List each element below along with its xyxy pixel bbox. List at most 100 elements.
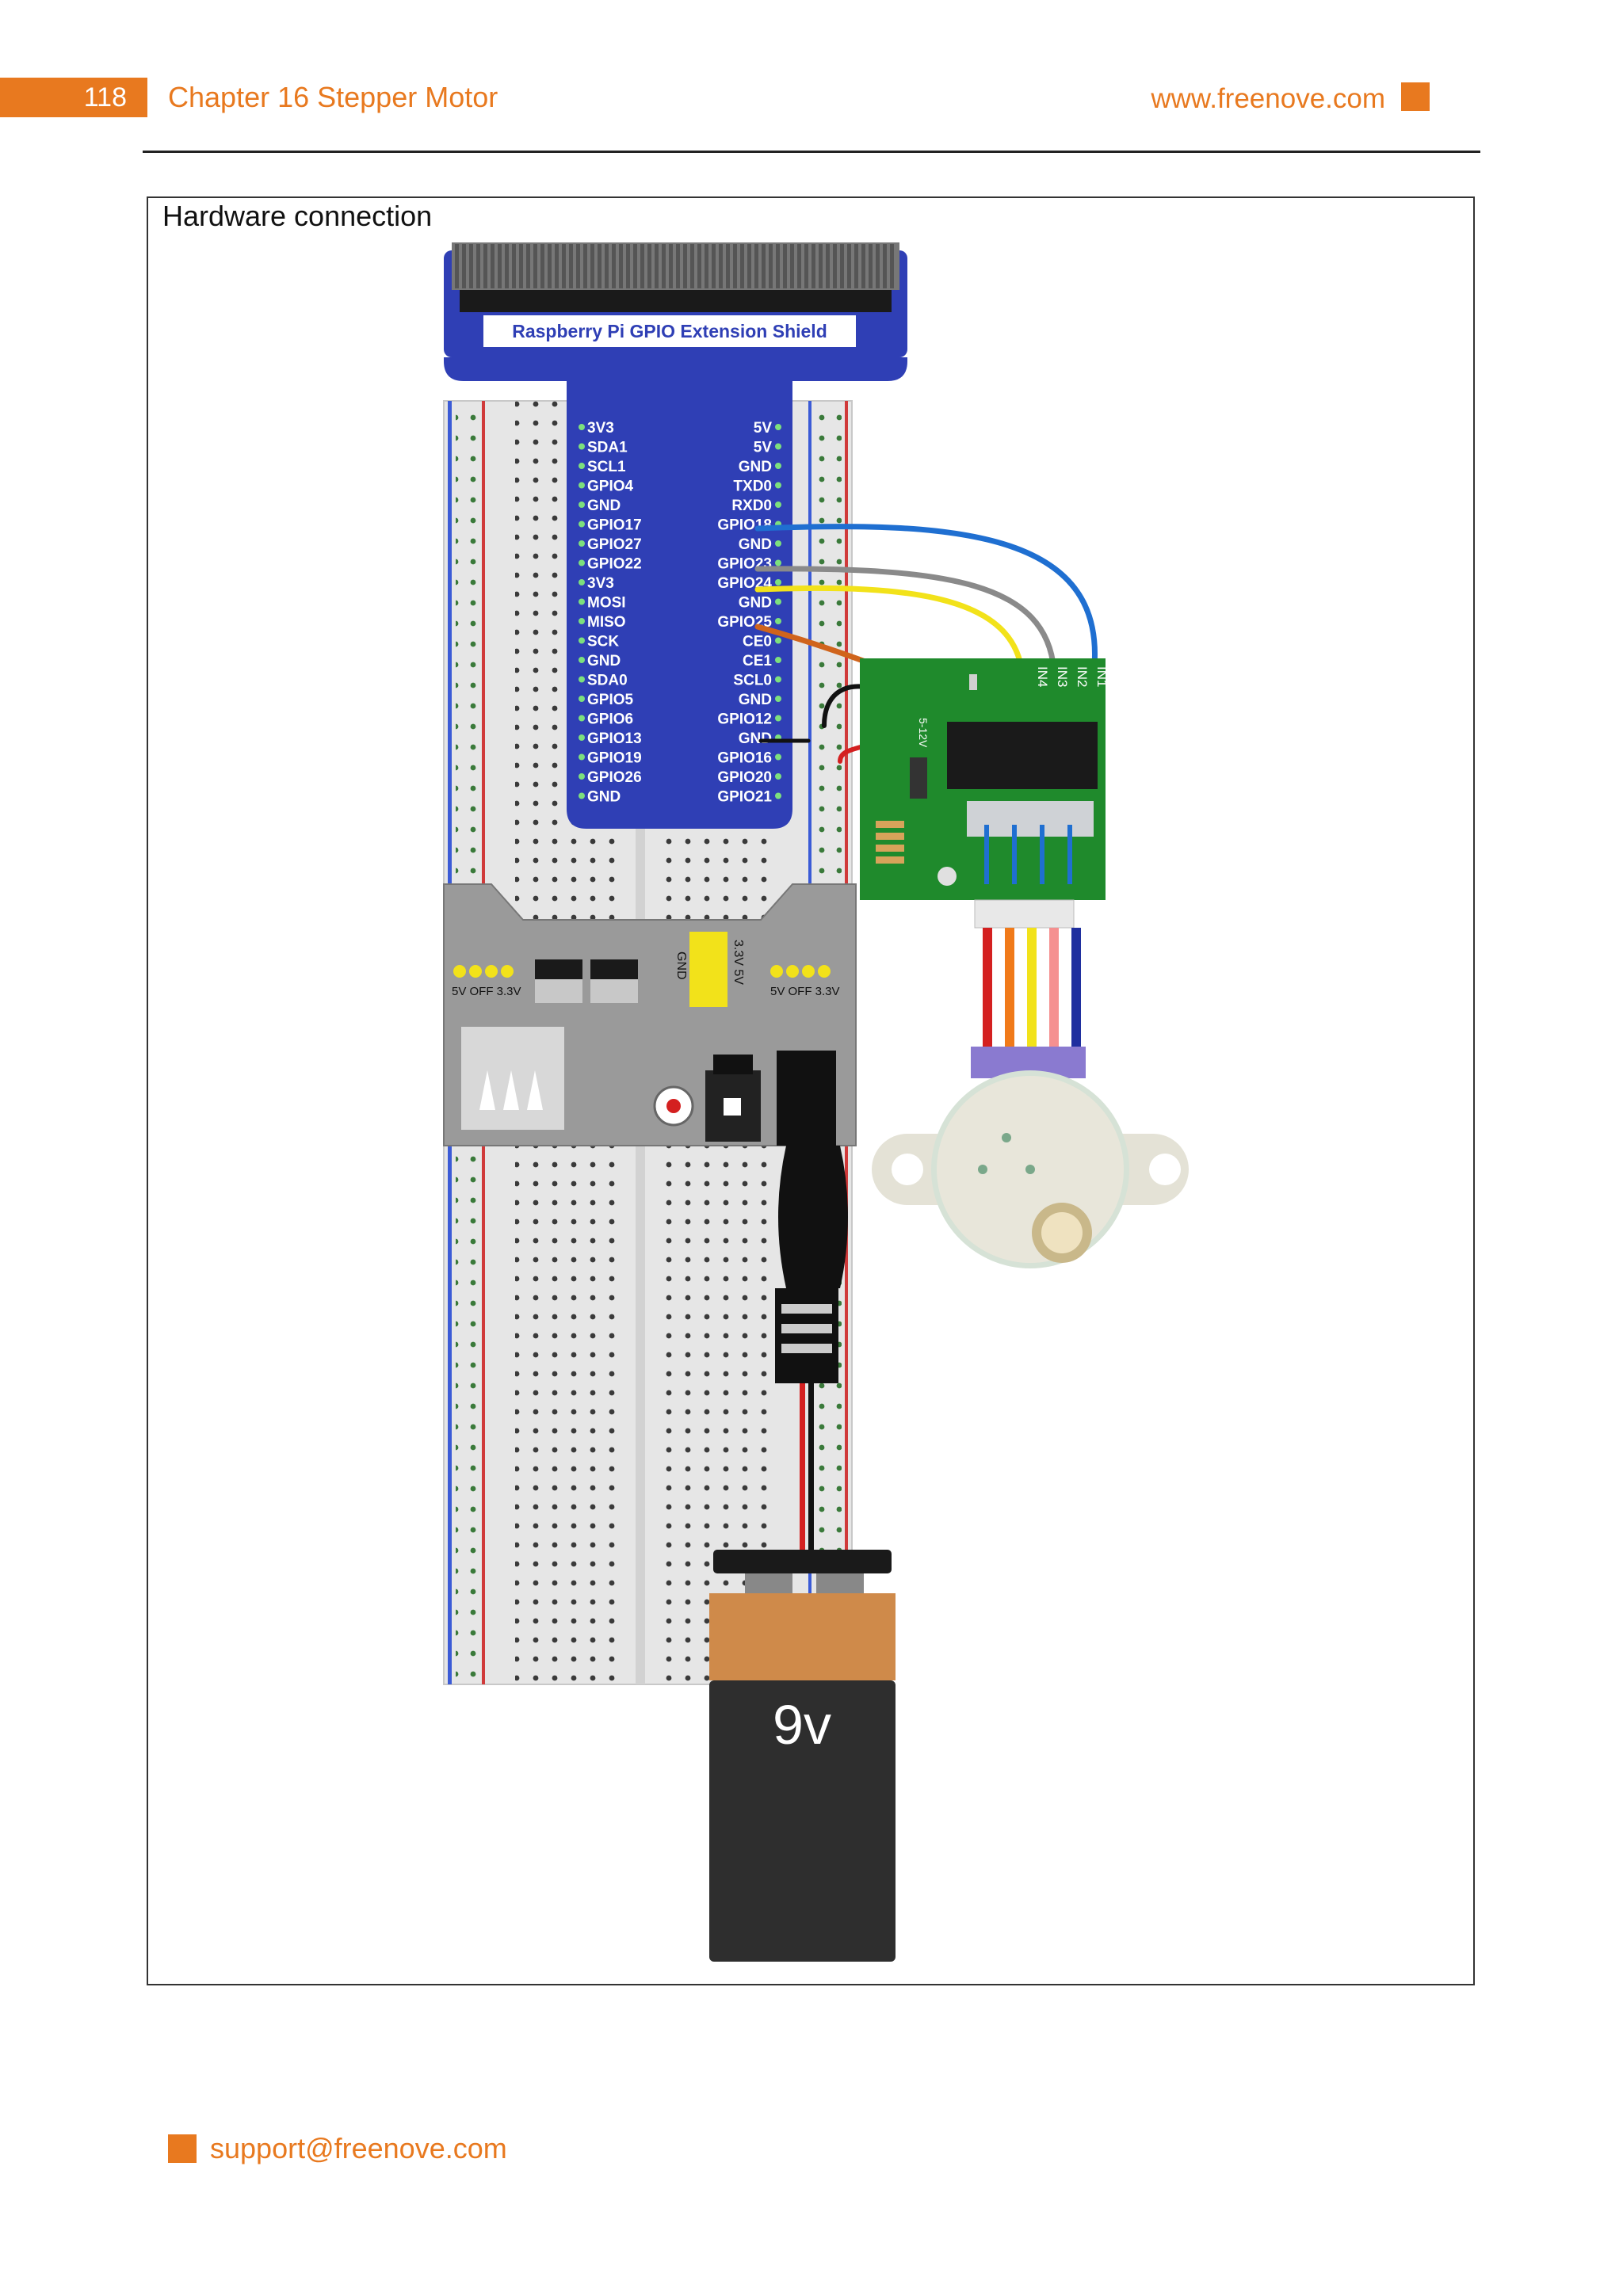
battery-label: 9v [773, 1694, 831, 1756]
driver-voltage-label: 5-12V [917, 718, 930, 748]
gpio-label-right-11: CE0 [743, 634, 772, 650]
gpio-label-left-1: SDA1 [587, 440, 628, 456]
gpio-pin-dot [775, 696, 781, 702]
gpio-label-right-6: GND [739, 536, 772, 553]
gpio-pin-dot [579, 637, 585, 644]
gpio-label-left-14: GPIO5 [587, 692, 634, 708]
gpio-pin-labels: 3V3SDA1SCL1GPIO4GNDGPIO17GPIO27GPIO223V3… [579, 420, 781, 806]
gpio-pin-dot [579, 521, 585, 528]
gpio-label-left-11: SCK [587, 634, 619, 650]
gpio-label-right-9: GND [739, 595, 772, 612]
gpio-pin-dot [579, 598, 585, 605]
header-rule [143, 151, 1480, 153]
gpio-pin-dot [579, 463, 585, 469]
gpio-pin-dot [775, 637, 781, 644]
power-module: 5V OFF 3.3V 5V OFF 3.3V 3.3V 5V GND [443, 883, 857, 1146]
gpio-label-left-2: SCL1 [587, 459, 626, 475]
gpio-label-left-19: GND [587, 789, 621, 806]
gpio-pin-dot [775, 773, 781, 780]
gpio-pin-dot [775, 424, 781, 430]
driver-input-label-3: IN3 [1055, 666, 1070, 687]
gpio-pin-dot [579, 792, 585, 799]
gpio-label-left-10: MISO [587, 614, 626, 631]
figure-caption: Hardware connection [162, 200, 433, 232]
gpio-pin-dot [579, 443, 585, 450]
gpio-pin-dot [775, 482, 781, 489]
gpio-label-left-17: GPIO19 [587, 750, 642, 767]
gpio-pin-dot [579, 502, 585, 508]
gpio-pin-dot [775, 502, 781, 508]
gpio-extension-shield: Raspberry Pi GPIO Extension Shield 3V3SD… [444, 242, 907, 829]
gpio-pin-dot [579, 559, 585, 566]
website-link[interactable]: www.freenove.com [1151, 83, 1385, 114]
gpio-label-right-15: GPIO12 [717, 711, 772, 728]
power-left-switch-label: 5V OFF 3.3V [452, 985, 521, 998]
gpio-pin-dot [775, 598, 781, 605]
gpio-pin-dot [579, 715, 585, 722]
gpio-label-left-18: GPIO26 [587, 769, 642, 786]
gpio-label-right-12: CE1 [743, 653, 772, 669]
power-pins-label: 3.3V 5V [731, 940, 745, 985]
gpio-label-right-3: TXD0 [733, 479, 772, 495]
gpio-label-left-8: 3V3 [587, 575, 614, 592]
gpio-pin-dot [775, 753, 781, 761]
gpio-pin-dot [775, 540, 781, 547]
power-gnd-label: GND [674, 952, 688, 980]
gpio-pin-dot [775, 792, 781, 799]
gpio-label-right-19: GPIO21 [717, 789, 772, 806]
gpio-label-right-2: GND [739, 459, 772, 475]
gpio-label-right-1: 5V [754, 440, 773, 456]
gpio-label-right-4: RXD0 [731, 498, 772, 514]
figure-frame [147, 196, 1475, 1985]
gpio-pin-dot [579, 773, 585, 780]
gpio-pin-dot [579, 540, 585, 547]
gpio-label-right-5: GPIO18 [717, 517, 772, 534]
gpio-pin-dot [579, 482, 585, 489]
gpio-pin-dot [579, 618, 585, 624]
gpio-label-left-15: GPIO6 [587, 711, 633, 728]
gpio-label-right-17: GPIO16 [717, 750, 772, 767]
page-number-box [0, 78, 147, 117]
gpio-pin-dot [775, 579, 781, 585]
gpio-pin-dot [775, 463, 781, 469]
gpio-label-left-5: GPIO17 [587, 517, 642, 534]
gpio-pin-dot [579, 753, 585, 761]
gpio-label-left-13: SDA0 [587, 673, 628, 689]
gpio-label-left-3: GPIO4 [587, 479, 634, 495]
gpio-pin-dot [775, 443, 781, 450]
gpio-label-right-0: 5V [754, 420, 773, 437]
gpio-pin-dot [579, 696, 585, 702]
driver-input-label-4: IN4 [1035, 666, 1050, 687]
gpio-label-right-16: GND [739, 730, 772, 747]
power-right-switch-label: 5V OFF 3.3V [770, 985, 840, 998]
footer-square-icon [168, 2134, 197, 2163]
gpio-pin-dot [579, 579, 585, 585]
gpio-label-left-0: 3V3 [587, 420, 614, 437]
chapter-title: Chapter 16 Stepper Motor [168, 81, 498, 113]
gpio-label-left-4: GND [587, 498, 621, 514]
header-square-icon [1401, 82, 1430, 111]
shield-label: Raspberry Pi GPIO Extension Shield [512, 321, 827, 341]
gpio-label-left-6: GPIO27 [587, 536, 642, 553]
gpio-label-right-18: GPIO20 [717, 769, 772, 786]
gpio-label-left-12: GND [587, 653, 621, 669]
page-number: 118 [83, 82, 127, 113]
hardware-diagram: Raspberry Pi GPIO Extension Shield 3V3SD… [443, 242, 1189, 1962]
gpio-label-left-9: MOSI [587, 595, 626, 612]
battery-9v: 9v [709, 1146, 896, 1962]
gpio-pin-dot [775, 559, 781, 566]
gpio-label-right-14: GND [739, 692, 772, 708]
support-email[interactable]: support@freenove.com [210, 2132, 507, 2164]
driver-input-label-1: IN1 [1094, 666, 1109, 687]
gpio-pin-dot [775, 676, 781, 683]
gpio-pin-dot [579, 734, 585, 741]
gpio-label-left-7: GPIO22 [587, 556, 642, 573]
gpio-pin-dot [775, 618, 781, 624]
gpio-label-left-16: GPIO13 [587, 730, 642, 747]
gpio-pin-dot [775, 715, 781, 722]
gpio-pin-dot [775, 657, 781, 663]
gpio-label-right-13: SCL0 [733, 673, 772, 689]
gpio-pin-dot [579, 676, 585, 683]
